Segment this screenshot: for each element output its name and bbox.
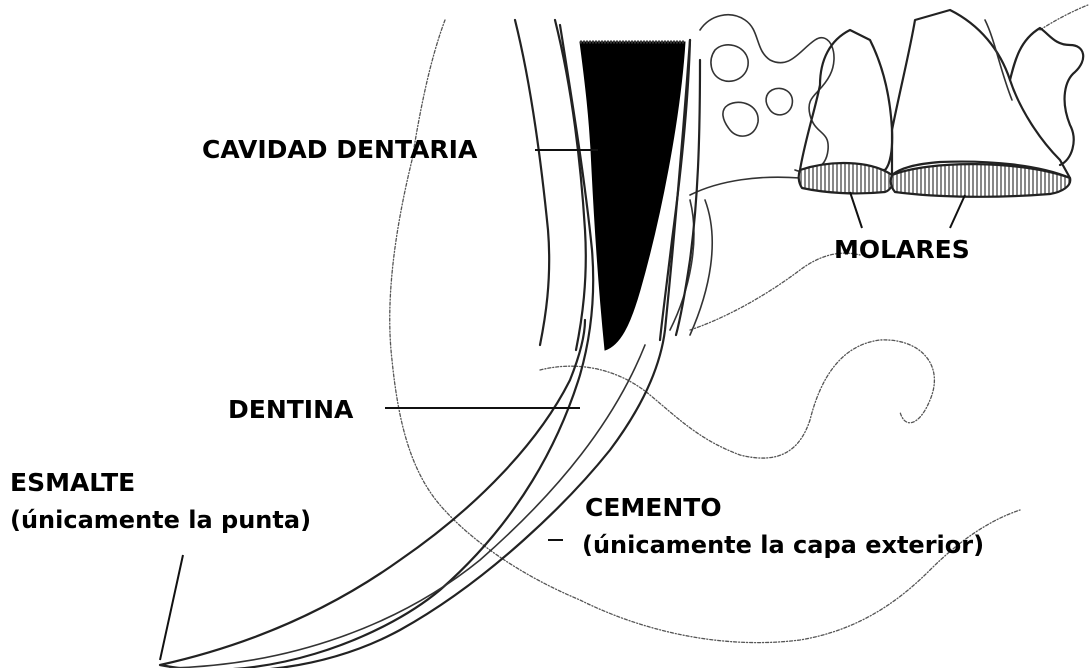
label-cemento: CEMENTO [585,493,722,522]
molar-1-surface [799,163,893,193]
bone-cell-1 [711,45,748,82]
bone-cell-3 [766,88,792,114]
label-esmalte: ESMALTE [10,468,135,497]
inner-jaw-curve [690,253,860,330]
leader-esmalte [160,555,183,660]
skull-line-top [985,20,1012,100]
bone-cell-2 [723,102,758,136]
lower-jaw-outline [540,340,934,458]
label-esmalte-note: (únicamente la punta) [10,506,311,534]
molar-2-crown [892,10,1070,178]
leader-molares-1 [850,192,862,228]
label-cavidad-dentaria: CAVIDAD DENTARIA [202,135,478,164]
label-molares: MOLARES [834,235,970,264]
pulp-cavity [580,42,685,350]
nasal-curve [1040,5,1088,30]
bone-base [690,177,800,195]
leader-molares-2 [950,195,965,228]
label-cemento-note: (únicamente la capa exterior) [582,531,984,559]
bone-structure [700,15,834,172]
label-dentina: DENTINA [228,395,354,424]
molar-1-crown [800,30,892,170]
canine-root-outline [515,20,586,350]
